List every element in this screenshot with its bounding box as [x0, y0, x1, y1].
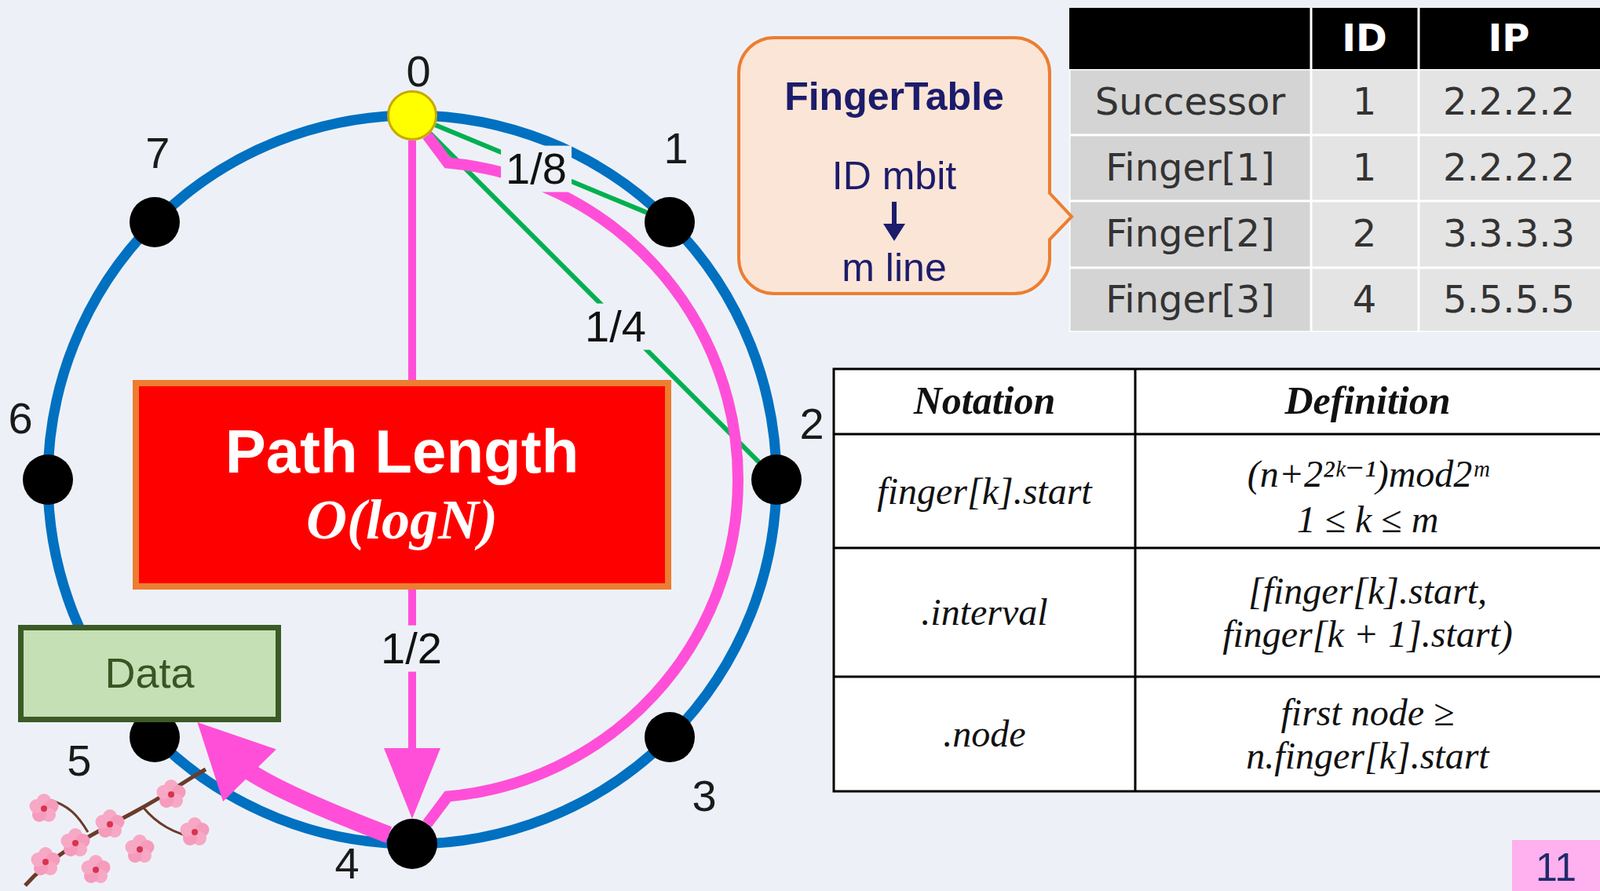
callout-bubble: FingerTable ID mbit m line [736, 35, 1074, 296]
node-number: 2 [799, 401, 824, 446]
node-number: 1 [664, 126, 689, 171]
node-number: 3 [692, 774, 717, 819]
callout-text: m line [841, 248, 947, 288]
table-cell [1312, 269, 1418, 332]
table-cell-text: Finger[3] [1105, 277, 1275, 322]
table-cell [1070, 202, 1311, 267]
speech-bubble [738, 37, 1072, 294]
ring-node: 7 [129, 197, 180, 248]
table-rule [1417, 7, 1421, 70]
edge-label: 1/2 [376, 625, 447, 673]
table-cell-text: first node ≥ n.finger[k].start [1171, 690, 1564, 778]
callout-text: ID mbit [832, 156, 957, 196]
table-cell-text: Successor [1095, 80, 1286, 124]
table-rule [1310, 7, 1313, 70]
table-cell-text: 1 [1352, 146, 1378, 190]
table-header: ID [1341, 16, 1388, 60]
table-cell-text: .node [942, 712, 1026, 756]
table-cell-text: 3.3.3.3 [1442, 211, 1575, 256]
table-cell [1420, 70, 1600, 135]
table-cell [1312, 202, 1418, 267]
notation-table [833, 368, 1600, 792]
edge-label: 1/8 [500, 146, 572, 193]
table-cell-text: 2 [1352, 211, 1378, 256]
blossom [81, 854, 111, 884]
table-cell [1420, 269, 1600, 332]
ring-node: 0 [387, 90, 438, 141]
table-cell [1070, 269, 1311, 332]
down-arrow-head [883, 223, 906, 242]
blossom [61, 828, 91, 857]
table-cell-text: 4 [1352, 277, 1378, 322]
table-ground [1069, 69, 1600, 333]
table-cell-text: finger[k].start [876, 469, 1092, 513]
edge-label: 1/4 [580, 303, 651, 351]
chord-ring [47, 115, 777, 844]
box-text: 11 [1535, 847, 1577, 888]
data-box: Data [18, 624, 282, 723]
table-cell-text: (n+2²ᵏ⁻¹)mod2ᵐ [1247, 452, 1489, 496]
table-cell-text: [finger[k].start, finger[k + 1].start) [1183, 569, 1553, 656]
table-cell-text: 1 ≤ k ≤ m [1296, 497, 1440, 541]
table-cell [1070, 70, 1311, 135]
ring-node: 2 [751, 454, 802, 505]
ring-node: 6 [22, 454, 74, 505]
table-cell-text: .interval [920, 590, 1048, 634]
table-rule [833, 547, 1600, 550]
table-cell-text: 2.2.2.2 [1442, 80, 1575, 124]
ring-node: 4 [387, 818, 438, 870]
box-text: Path Length [225, 416, 580, 488]
connector [197, 722, 389, 836]
table-rule [1134, 368, 1137, 792]
table-rule [833, 675, 1600, 679]
table-header: Notation [913, 378, 1056, 424]
table-cell [1420, 202, 1600, 267]
table-cell-text: Finger[2] [1105, 211, 1275, 256]
blossom [157, 779, 187, 808]
node-number: 5 [66, 738, 92, 783]
table-cell-text: 2.2.2.2 [1442, 146, 1575, 190]
node-number: 4 [334, 841, 359, 886]
callout-title: FingerTable [784, 76, 1005, 117]
table-cell [1312, 136, 1418, 201]
connector-line [233, 759, 389, 835]
blossom [31, 847, 61, 876]
blossom [95, 809, 125, 838]
table-rule [833, 433, 1600, 436]
result-box: Path LengthO(logN) [132, 379, 672, 590]
box-text: Data [104, 650, 194, 697]
ring-node: 1 [644, 197, 695, 248]
table-cell [1070, 136, 1311, 201]
box-text: O(logN) [306, 487, 498, 553]
branch [25, 769, 206, 886]
table-cell-text: 1 [1352, 80, 1378, 124]
node-number: 6 [7, 396, 33, 441]
arrow-head [383, 748, 441, 819]
table-header: IP [1487, 16, 1530, 60]
arrow-head [197, 722, 276, 802]
page-number: 11 [1512, 840, 1600, 891]
ring-node: 3 [644, 712, 695, 763]
table-header: Definition [1284, 378, 1451, 424]
blossom [125, 834, 155, 863]
blossom [180, 817, 210, 846]
table-cell [1312, 70, 1418, 135]
table-cell [1420, 136, 1600, 201]
node-number: 0 [405, 49, 431, 94]
node-number: 7 [145, 131, 170, 176]
blossom [29, 793, 59, 822]
table-cell-text: 5.5.5.5 [1442, 277, 1575, 322]
table-cell-text: Finger[1] [1105, 146, 1275, 190]
table-header-band [1069, 7, 1600, 70]
